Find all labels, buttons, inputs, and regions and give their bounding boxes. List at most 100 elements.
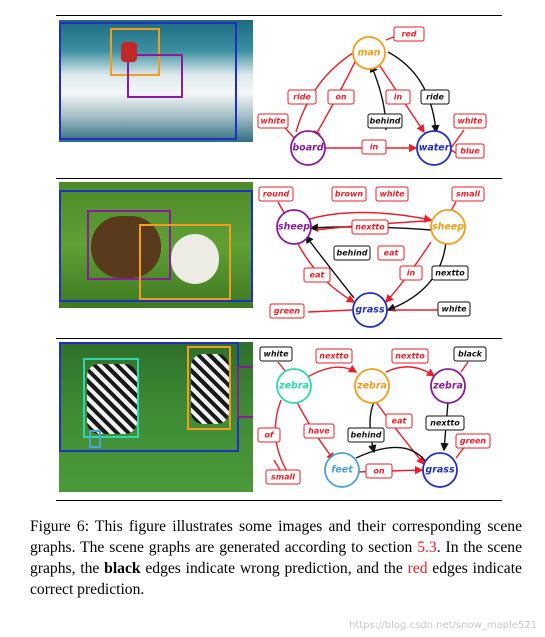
edge-blue-box xyxy=(455,143,485,159)
caption-middle2: edges indicate wrong prediction, and the xyxy=(140,560,408,577)
edge-eat2-box xyxy=(303,267,331,283)
node-grass xyxy=(422,452,458,488)
node-zebra2-label: zebra xyxy=(356,381,387,392)
node-zebra1 xyxy=(276,368,312,404)
zebra3-bbox xyxy=(237,366,253,418)
edge-blue: blue xyxy=(460,147,480,156)
sheep2-bbox xyxy=(139,224,231,300)
figure-caption: Figure 6: This figure illustrates some i… xyxy=(30,516,522,600)
edge-green: green xyxy=(274,307,301,316)
water-bbox xyxy=(59,22,237,140)
edge-round-box xyxy=(258,186,294,202)
edge-nextto3: nextto xyxy=(430,419,460,428)
brown-sheep xyxy=(91,216,161,278)
edge-small: small xyxy=(456,190,480,199)
top-rule xyxy=(56,15,502,16)
node-zebra2 xyxy=(354,368,390,404)
zebra2-bbox xyxy=(187,346,231,430)
caption-black-word: black xyxy=(104,560,141,577)
node-sheep2 xyxy=(430,209,466,245)
edge-small: small xyxy=(271,473,295,482)
edge-ride2: ride xyxy=(426,93,444,102)
edge-nextto3-box xyxy=(425,415,465,431)
node-feet-label: feet xyxy=(331,465,353,476)
node-board-label: board xyxy=(292,143,323,154)
edge-on: on xyxy=(335,93,346,102)
scene-graph-2: sheep sheep grass round brown white smal… xyxy=(258,186,485,328)
row-divider-2 xyxy=(56,338,502,339)
edge-white2: white xyxy=(441,305,467,314)
edge-of: of xyxy=(265,431,275,440)
edge-white: white xyxy=(263,350,289,359)
edge-eat-box xyxy=(385,413,413,429)
edge-brown-box xyxy=(331,186,367,202)
edge-brown: brown xyxy=(335,190,364,199)
edge-of-box xyxy=(257,427,281,443)
edge-small-box xyxy=(265,469,301,485)
edge-have: have xyxy=(308,427,330,436)
edge-on: on xyxy=(373,467,384,476)
edge-nextto-box xyxy=(351,219,389,235)
zebra-right xyxy=(191,354,229,424)
edge-on-box xyxy=(327,89,355,105)
node-man-label: man xyxy=(357,48,380,59)
caption-section-ref[interactable]: 5.3 xyxy=(417,539,437,556)
edge-white1: white xyxy=(260,117,286,126)
edge-eat1-box xyxy=(377,245,405,261)
edge-eat: eat xyxy=(392,417,408,426)
edge-nextto2-box xyxy=(431,265,469,281)
zebra-photo xyxy=(59,342,253,492)
node-grass-label: grass xyxy=(355,305,385,316)
edge-red-box xyxy=(393,26,425,42)
edge-round: round xyxy=(263,190,290,199)
node-feet xyxy=(324,452,360,488)
edge-nextto: nextto xyxy=(355,223,385,232)
node-sheep1-label: sheep xyxy=(278,222,310,233)
node-man xyxy=(352,36,386,70)
edge-green: green xyxy=(460,437,487,446)
node-grass-label: grass xyxy=(425,465,455,476)
man-bbox xyxy=(110,28,160,76)
edge-in1-box xyxy=(385,89,411,105)
surfer-photo xyxy=(59,20,253,142)
edge-in2: in xyxy=(370,143,379,152)
row-divider-1 xyxy=(56,178,502,179)
node-zebra1-label: zebra xyxy=(278,381,309,392)
edge-ride1-box xyxy=(287,89,317,105)
watermark: https://blog.csdn.net/snow_maple521 xyxy=(348,620,537,631)
edge-behind-box xyxy=(347,427,385,443)
node-zebra3 xyxy=(430,368,466,404)
edge-white2-box xyxy=(437,301,471,317)
node-sheep2-label: sheep xyxy=(432,222,464,233)
caption-middle1: . In the scene graphs, the xyxy=(30,539,523,577)
edge-behind: behind xyxy=(350,431,381,440)
edge-green-box xyxy=(269,303,305,319)
scene-graph-3: zebra zebra zebra feet grass white nextt… xyxy=(257,346,491,488)
surfer-figure xyxy=(121,42,137,62)
board-bbox xyxy=(127,54,183,98)
edge-behind-box xyxy=(333,245,371,261)
scene-graph-1: man board water red ride on in ride whit… xyxy=(257,26,487,166)
edge-nextto2: nextto xyxy=(395,352,425,361)
edge-white2: white xyxy=(457,117,483,126)
edge-small-box xyxy=(451,186,485,202)
edge-behind-box xyxy=(367,113,403,129)
sheep1-bbox xyxy=(87,210,171,280)
sheep-photo xyxy=(59,182,253,308)
edge-in-box xyxy=(399,265,423,281)
edge-behind: behind xyxy=(336,249,367,258)
zebra-left xyxy=(87,364,137,434)
node-grass xyxy=(352,292,388,328)
feet-bbox xyxy=(89,430,101,448)
edge-white2-box xyxy=(453,113,487,129)
edge-ride2-box xyxy=(420,89,450,105)
edge-green-box xyxy=(455,433,491,449)
edge-white1-box xyxy=(257,113,289,129)
edge-in: in xyxy=(407,269,416,278)
edge-nextto1: nextto xyxy=(319,352,349,361)
node-zebra3-label: zebra xyxy=(432,381,463,392)
zebra1-bbox xyxy=(83,358,139,438)
edge-white-box xyxy=(375,186,409,202)
grass-bbox xyxy=(59,190,253,302)
caption-suffix: edges indicate correct prediction. xyxy=(30,560,522,598)
